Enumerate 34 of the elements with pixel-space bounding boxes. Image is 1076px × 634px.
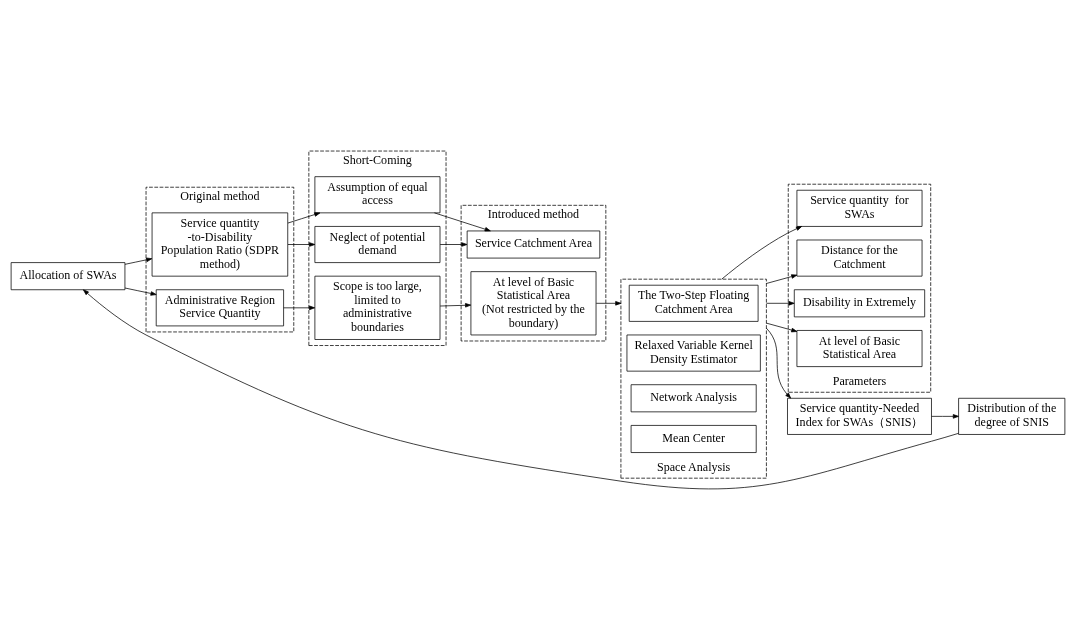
node-box: Disability in Extremely — [793, 289, 926, 318]
arrow — [124, 257, 153, 265]
arrow — [766, 322, 798, 333]
node-box: Network Analysis — [630, 384, 757, 413]
node-box: Administrative Region Service Quantity — [155, 289, 284, 327]
arrow — [287, 242, 316, 247]
node-box: The Two-Step Floating Catchment Area — [628, 284, 759, 322]
node-box: Service quantity-Needed Index for SWAs（SNIS） — [787, 397, 932, 435]
node-box: Assumption of equal access — [314, 176, 441, 214]
arrow — [124, 287, 157, 296]
arrow — [595, 301, 622, 306]
node-box: Relaxed Variable Kernel Density Estimator — [626, 334, 761, 372]
arrow — [766, 274, 798, 284]
node-box: Service quantity for SWAs — [796, 189, 923, 227]
arrow — [439, 242, 468, 247]
node-box: At level of Basic Statistical Area (Not restricted by the boundary) — [470, 271, 597, 336]
node-box: Distribution of the degree of SNIS — [958, 397, 1066, 435]
node-box: Neglect of potential demand — [314, 226, 441, 263]
arrow — [83, 289, 959, 490]
arrow — [283, 305, 316, 311]
arrow — [766, 301, 795, 306]
arrow — [931, 414, 959, 419]
arrow — [721, 226, 803, 280]
node-box: At level of Basic Statistical Area — [796, 330, 923, 367]
node-box: Mean Center — [630, 425, 757, 453]
arrow — [766, 327, 792, 399]
node-box: Allocation of SWAs — [10, 262, 126, 291]
arrow — [287, 212, 321, 224]
node-box: Distance for the Catchment — [796, 239, 923, 277]
node-box: Service Catchment Area — [466, 230, 601, 259]
node-box: Service quantity -to-Disability Population Ratio (SDPR method) — [151, 212, 289, 277]
arrow — [434, 212, 491, 232]
node-box: Scope is too large, limited to administrative boundaries — [314, 275, 441, 340]
arrow — [439, 303, 472, 308]
